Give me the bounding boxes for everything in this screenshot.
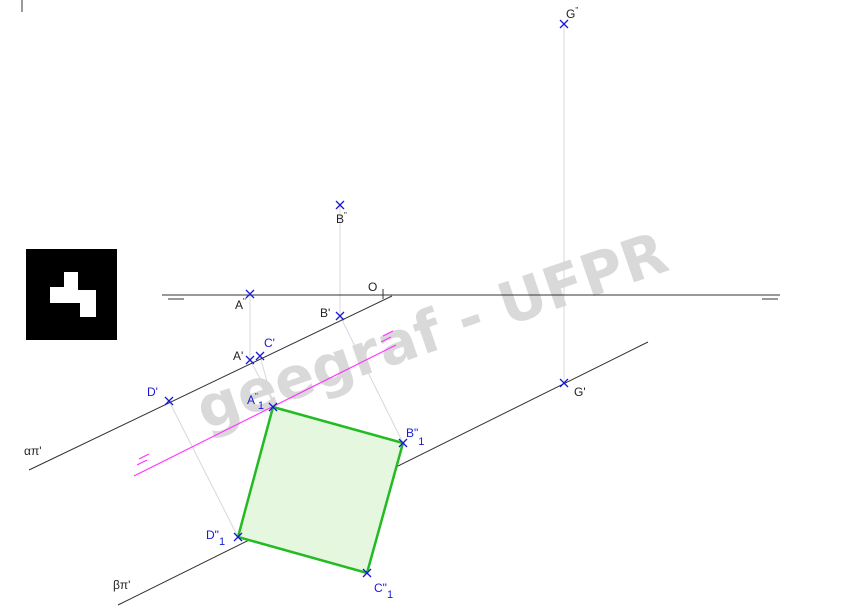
point-label-a21: A"1 (247, 392, 264, 412)
point-label-g1: G' (574, 385, 586, 399)
magenta-trace (133, 330, 397, 477)
point-label-c1: C' (264, 336, 275, 350)
point-label-a1: A' (233, 349, 243, 363)
origin-label: O (368, 280, 377, 294)
alpha-trace-line (28, 295, 393, 471)
point-label-d1: D' (147, 385, 158, 399)
point-label-g2: G" (566, 6, 578, 21)
point-label-b1: B' (320, 306, 330, 320)
alpha-trace-label: απ' (24, 444, 42, 458)
point-label-c21: C"1 (374, 581, 393, 601)
ground-line (162, 289, 780, 300)
point-label-d21: D"1 (206, 528, 225, 548)
black-square-glyph-icon (26, 249, 117, 340)
point-markers (164, 19, 569, 578)
construction-lines (168, 24, 565, 574)
point-label-b21: B"1 (406, 426, 424, 448)
point-label-a2: A" (235, 297, 246, 312)
point-label-b2: B" (336, 211, 347, 226)
rotated-square (236, 405, 405, 575)
beta-trace-label: βπ' (113, 578, 130, 592)
